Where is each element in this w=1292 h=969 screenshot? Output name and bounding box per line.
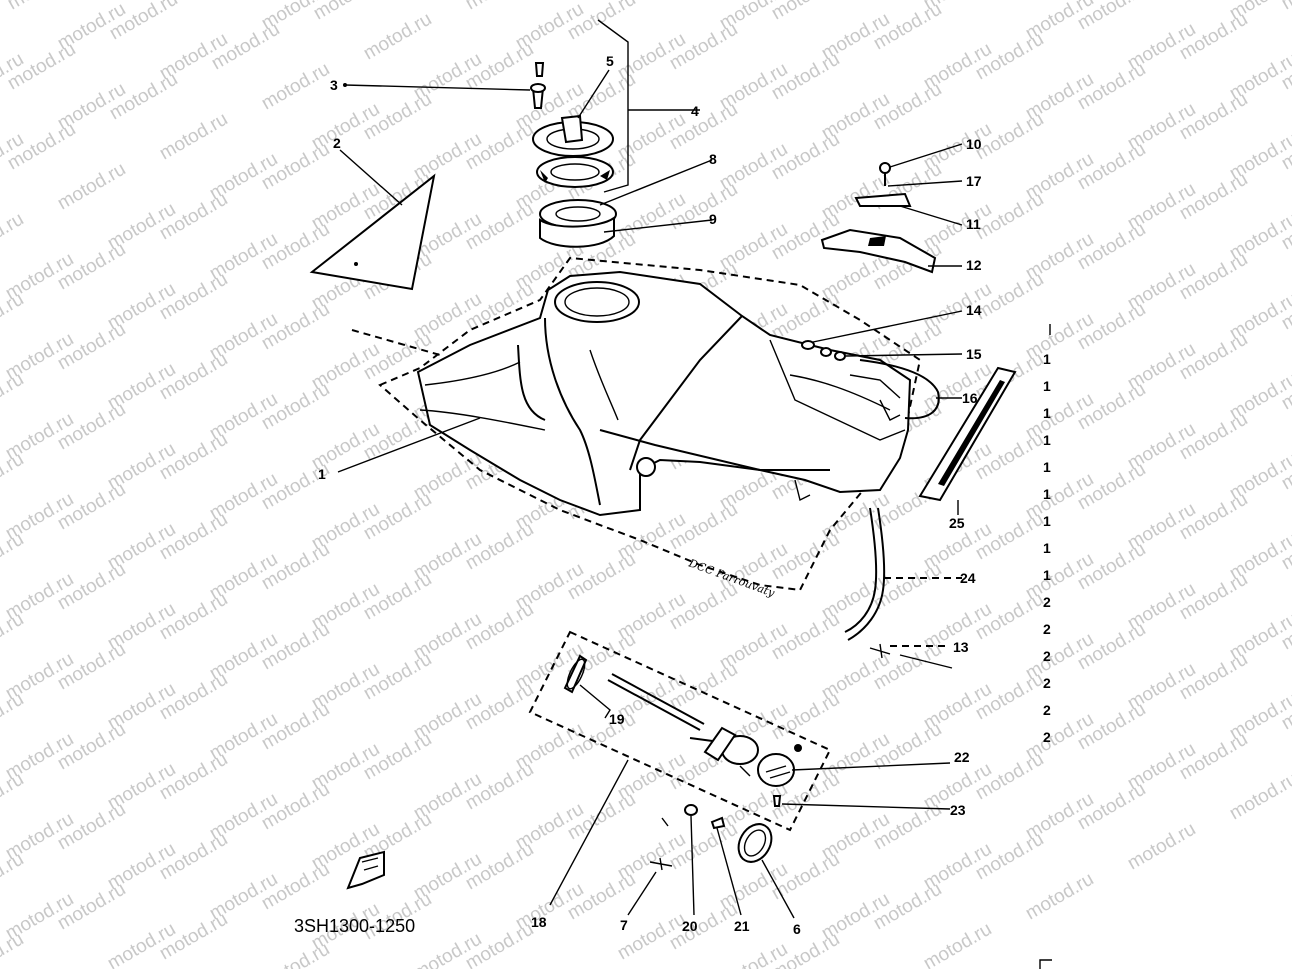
label-10: 10 — [966, 136, 982, 152]
label-1: 1 — [318, 466, 326, 482]
label-18: 18 — [531, 914, 547, 930]
part-25-strip — [918, 366, 1017, 515]
label-17: 17 — [966, 173, 982, 189]
edge-number: 2 — [1043, 702, 1051, 718]
leader-1 — [337, 417, 481, 473]
label-5: 5 — [606, 53, 614, 69]
callout-labels: 1 2 3 4 5 6 7 8 9 10 11 12 13 14 15 16 1… — [318, 53, 982, 937]
edge-number: 2 — [1043, 621, 1051, 637]
label-14: 14 — [966, 302, 982, 318]
edge-number: 2 — [1043, 648, 1051, 664]
edge-number: 2 — [1043, 729, 1051, 745]
edge-number: 1 — [1043, 378, 1051, 394]
edge-number: 1 — [1043, 567, 1051, 583]
label-22: 22 — [954, 749, 970, 765]
label-7: 7 — [620, 917, 628, 933]
edge-number: 1 — [1043, 405, 1051, 421]
edge-number: 2 — [1043, 675, 1051, 691]
label-24: 24 — [960, 570, 976, 586]
front-direction-icon — [346, 850, 385, 890]
label-23: 23 — [950, 802, 966, 818]
edge-number: 1 — [1043, 486, 1051, 502]
label-16: 16 — [962, 390, 978, 406]
label-4: 4 — [691, 103, 699, 119]
edge-number: 1 — [1043, 513, 1051, 529]
label-11: 11 — [966, 216, 981, 232]
label-13: 13 — [953, 639, 969, 655]
fuel-cock-assembly — [528, 630, 951, 919]
right-edge-number-column: 1 1 1 1 1 1 1 1 1 2 2 2 2 2 2 — [1043, 351, 1051, 745]
edge-number: 1 — [1043, 459, 1051, 475]
part-24-hose — [844, 507, 962, 669]
cap-hose-parts — [801, 310, 963, 420]
edge-number: 1 — [1043, 351, 1051, 367]
edge-number: 1 — [1043, 432, 1051, 448]
part-code: 3SH1300-1250 — [294, 916, 415, 936]
edge-number: 2 — [1043, 594, 1051, 610]
label-9: 9 — [709, 211, 717, 227]
label-19: 19 — [609, 711, 625, 727]
label-2: 2 — [333, 135, 341, 151]
label-3: 3 — [330, 77, 338, 93]
label-21: 21 — [734, 918, 750, 934]
label-8: 8 — [709, 151, 717, 167]
label-20: 20 — [682, 918, 698, 934]
label-25: 25 — [949, 515, 965, 531]
fuel-cap-assembly — [343, 19, 713, 248]
fuel-tank — [351, 256, 922, 592]
part-2-pad — [309, 149, 436, 291]
label-15: 15 — [966, 346, 982, 362]
bracket-parts — [820, 143, 963, 274]
corner-mark — [1039, 959, 1052, 969]
edge-number: 1 — [1043, 540, 1051, 556]
label-6: 6 — [793, 921, 801, 937]
label-12: 12 — [966, 257, 982, 273]
